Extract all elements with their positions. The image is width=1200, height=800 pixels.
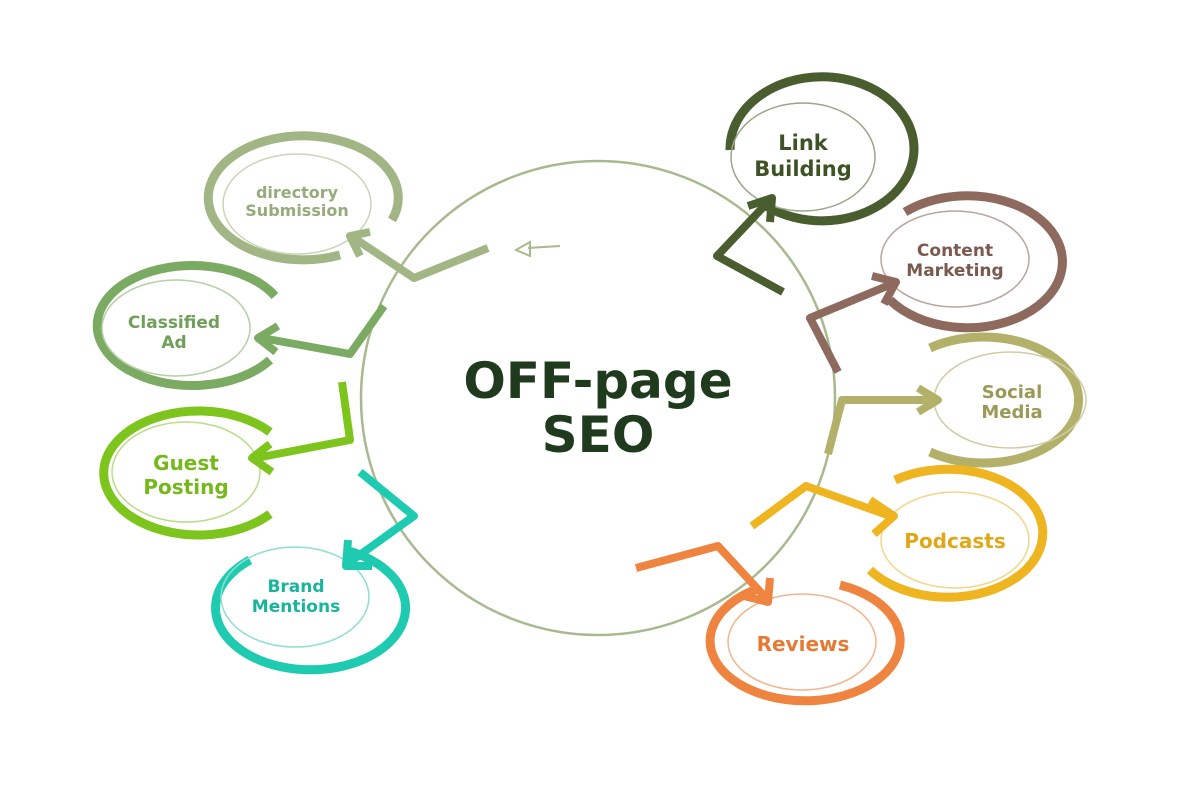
podcasts-arrowhead [867,496,898,537]
classified-ad-inner-ring [101,279,251,377]
center-arrow-line [527,245,561,249]
directory-submission-outer-ring [203,131,403,265]
link-building-outer-ring [725,72,919,226]
brand-mentions-connector [347,468,418,566]
link-building-arrowhead [746,194,776,223]
podcasts-connector [749,482,892,530]
content-marketing-label-line1: Content [917,241,993,261]
node-guest-posting: Guest Posting [99,381,354,540]
guest-posting-outer-ring [99,406,273,540]
center-title-line2: SEO [542,406,655,464]
node-content-marketing: Content Marketing [806,191,1067,374]
node-podcasts: Podcasts [749,464,1048,602]
directory-submission-arrowhead [346,228,371,258]
link-building-inner-ring [730,102,876,212]
directory-submission-label-line1: directory [256,183,339,202]
reviews-connector [634,542,769,601]
center-arrow-head [513,240,531,258]
guest-posting-label-line1: Guest [153,451,219,475]
classified-ad-label-line2: Ad [161,333,186,353]
classified-ad-outer-ring [92,261,279,390]
content-marketing-connector [806,280,894,374]
link-building-label-line2: Building [754,157,852,181]
directory-submission-label-line2: Submission [245,201,348,220]
node-brand-mentions: Brand Mentions [211,468,418,675]
brand-mentions-inner-ring [220,546,370,648]
node-reviews: Reviews [634,542,905,706]
classified-ad-connector [261,303,388,358]
classified-ad-label-line1: Classified [128,313,220,333]
podcasts-outer-ring [866,464,1048,602]
center-circle [359,159,837,637]
guest-posting-arrowhead [248,440,275,476]
brand-mentions-arrowhead [342,539,372,570]
link-building-connector [713,199,785,296]
reviews-label: Reviews [757,632,850,656]
reviews-outer-ring [705,580,905,706]
directory-submission-connector [351,234,490,282]
node-link-building: Link Building [713,72,919,296]
social-media-connector [824,396,934,456]
guest-posting-label-line2: Posting [143,475,228,499]
content-marketing-arrowhead [871,272,900,306]
content-marketing-label-line2: Marketing [906,261,1003,281]
reviews-arrowhead [743,577,774,606]
podcasts-label: Podcasts [904,529,1005,553]
classified-ad-arrowhead [254,322,281,356]
social-media-label-line1: Social [982,382,1043,403]
social-media-outer-ring [928,332,1084,468]
content-marketing-outer-ring [886,191,1067,333]
guest-posting-connector [255,381,354,462]
center-title-line1: OFF-page [463,352,732,410]
brand-mentions-outer-ring [211,545,411,675]
node-directory-submission: directory Submission [203,131,490,282]
social-media-label-line2: Media [981,402,1042,423]
brand-mentions-label-line1: Brand [267,577,324,597]
content-marketing-inner-ring [880,210,1030,308]
reviews-inner-ring [727,593,877,691]
node-social-media: Social Media [824,332,1087,468]
brand-mentions-label-line2: Mentions [252,597,340,617]
social-media-arrowhead [915,384,942,416]
link-building-label-line1: Link [778,131,829,155]
center-node: OFF-page SEO [359,159,837,637]
directory-submission-inner-ring [222,153,372,255]
guest-posting-inner-ring [111,421,261,523]
podcasts-inner-ring [880,491,1030,589]
node-classified-ad: Classified Ad [92,261,388,390]
